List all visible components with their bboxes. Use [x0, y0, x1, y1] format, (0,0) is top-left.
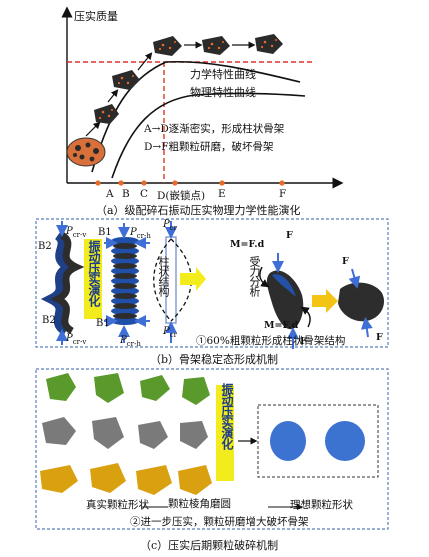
column-structure-label: 柱状结构: [157, 256, 170, 296]
rounding-label: 颗粒棱角磨圆: [168, 498, 231, 510]
gold-particles: [40, 463, 212, 495]
force-analysis-label: 受力分析: [248, 256, 261, 296]
panel-c-border: [35, 368, 389, 530]
particle-state-d: [153, 36, 182, 56]
force-analysis-arrows: [272, 253, 299, 349]
panel-b-diagram: [35, 218, 389, 349]
real-shape-label: 真实颗粒形状: [86, 499, 149, 511]
buckling-curve-left: [153, 238, 172, 322]
evolution-arrows: [85, 41, 256, 137]
annotation-d-to-f: D→F粗颗粒研磨，破坏骨架: [144, 141, 274, 153]
mechanical-curve-label: 力学特性曲线: [190, 68, 256, 81]
x-tick-f: F: [279, 188, 287, 200]
x-tick-b: B: [122, 188, 130, 200]
particle-state-a: [66, 137, 106, 167]
particle-state-f: [255, 34, 283, 54]
y-axis-label: 压实质量: [74, 10, 118, 23]
green-particles: [46, 373, 210, 405]
particle-state-c: [112, 70, 140, 90]
force-f-bottom-right: F: [376, 332, 383, 343]
caption-a: （a）级配碎石振动压实物理力学性能演化: [96, 204, 301, 217]
vibration-label-box-c: [216, 385, 234, 481]
yellow-flow-arrow: [180, 267, 206, 291]
caption-c: （c）压实后期颗粒破碎机制: [140, 539, 279, 552]
column-force-arrows: [56, 221, 150, 345]
panel-a-diagram: [61, 6, 344, 189]
yellow-result-arrow: [312, 289, 338, 313]
ideal-shape-label: 理想颗粒形状: [290, 499, 353, 511]
result-force-arrows: [348, 268, 373, 338]
moment-bottom-label: M=F.d: [264, 320, 299, 331]
x-tick-e: E: [218, 188, 226, 200]
pcr-top: Pcr: [163, 219, 178, 232]
x-axis-dots: [95, 180, 285, 186]
note-c: ②进一步压实，颗粒研磨增大破坏骨架: [130, 516, 309, 528]
gray-particles: [42, 417, 208, 449]
label-b2-bottom: B2: [42, 315, 56, 326]
vibration-label-c: 振动压实演化: [220, 383, 234, 449]
particle-state-b: [94, 104, 119, 124]
x-tick-c: C: [140, 188, 149, 200]
ideal-particle-2: [325, 421, 365, 461]
pcr-v-top: Pcr-v: [66, 226, 87, 239]
pcr-h-bottom: Pcr-h: [120, 335, 141, 348]
annotation-a-to-d: A→D逐渐密实，形成柱状骨架: [144, 123, 285, 135]
label-b2-top: B2: [38, 241, 52, 252]
panel-b-border: [35, 218, 389, 348]
caption-b: （b）骨架稳定态形成机制: [150, 353, 279, 366]
pcr-h-top: Pcr-h: [130, 227, 151, 240]
twisted-column-b2: [40, 230, 85, 336]
result-particle: [338, 282, 385, 322]
vibration-label-box: [84, 239, 102, 319]
force-f-top-right: F: [342, 256, 349, 267]
physical-curve-label: 物理特性曲线: [190, 86, 256, 99]
pcr-v-bottom: Pcr-v: [66, 333, 87, 346]
helical-column-b1: [111, 237, 139, 325]
pcr-bottom: Pcr: [163, 326, 178, 339]
ideal-shape-box: [257, 404, 379, 478]
label-b1-top: B1: [98, 227, 112, 238]
vibration-label-b: 振动压实演化: [87, 240, 101, 306]
panel-c-diagram: [35, 368, 389, 530]
particle-state-e: [202, 36, 230, 55]
force-f-bottom-left: F: [300, 336, 307, 347]
note-b: ①60%粗颗粒形成柱状骨架结构: [196, 335, 346, 347]
moment-top-label: M=F.d: [230, 239, 265, 250]
physical-curve: [111, 92, 306, 179]
x-tick-d: D(嵌锁点): [157, 190, 206, 202]
ideal-particle-1: [270, 421, 306, 461]
force-analysis-particle: [266, 270, 304, 330]
label-b1-bottom: B1: [96, 318, 110, 329]
force-f-top-left: F: [286, 230, 293, 241]
moment-arrows: [259, 266, 311, 328]
x-tick-a: A: [106, 188, 114, 200]
